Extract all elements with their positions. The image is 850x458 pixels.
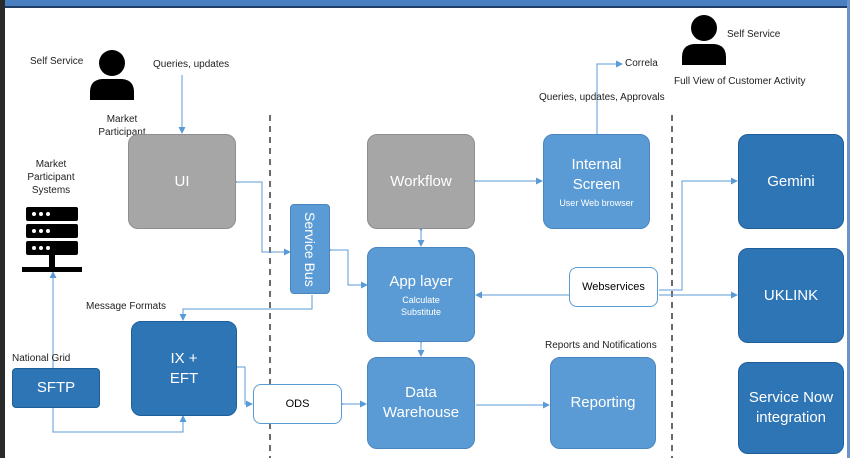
workflow-label: Workflow <box>390 172 452 190</box>
market-participant-systems-label: Market Participant Systems <box>27 159 75 196</box>
internal-screen-sublabel: User Web browser <box>559 197 634 208</box>
message-formats-label: Message Formats <box>86 301 167 312</box>
ods-box[interactable]: ODS <box>253 384 342 424</box>
ui-box[interactable]: UI <box>128 134 236 229</box>
national-grid-label: National Grid <box>12 353 71 364</box>
data-warehouse-label: Data Warehouse <box>382 384 460 421</box>
connector-ui-servicebus <box>231 178 291 256</box>
internal-screen-box[interactable]: Internal Screen User Web browser <box>543 134 650 229</box>
uklink-box[interactable]: UKLINK <box>738 248 844 343</box>
reporting-box[interactable]: Reporting <box>550 357 656 449</box>
market-participant-label: Market Participant <box>98 114 146 138</box>
person-icon <box>682 15 726 65</box>
top-border <box>0 0 850 8</box>
webservices-label: Webservices <box>582 281 645 293</box>
app-layer-sublabel-substitute: Substitute <box>400 306 442 317</box>
sftp-label: SFTP <box>36 379 76 396</box>
service-now-label: Service Now integration <box>748 389 834 426</box>
service-bus-box[interactable]: Service Bus <box>290 204 330 294</box>
gemini-box[interactable]: Gemini <box>738 134 844 229</box>
service-now-box[interactable]: Service Now integration <box>738 362 844 454</box>
queries-updates-approvals-label: Queries, updates, Approvals <box>539 92 665 103</box>
connector-servicebus-ix <box>179 295 313 321</box>
ix-eft-box[interactable]: IX + EFT <box>131 321 237 416</box>
ods-label: ODS <box>285 398 310 410</box>
app-layer-sublabel-calculate: Calculate <box>402 294 440 305</box>
connector-internal-correla <box>596 60 623 134</box>
right-border <box>847 0 850 458</box>
connector-servicebus-applayer <box>325 246 368 289</box>
reports-notifications-label: Reports and Notifications <box>545 340 657 351</box>
service-bus-label: Service Bus <box>302 211 318 287</box>
queries-updates-label: Queries, updates <box>153 59 230 70</box>
app-layer-box[interactable]: App layer Calculate Substitute <box>367 247 475 342</box>
correla-label: Correla <box>625 58 658 69</box>
webservices-box[interactable]: Webservices <box>569 267 658 307</box>
data-warehouse-box[interactable]: Data Warehouse <box>367 357 475 449</box>
person-icon <box>90 50 134 100</box>
sftp-box[interactable]: SFTP <box>12 368 100 408</box>
server-icon <box>22 207 82 272</box>
gemini-label: Gemini <box>767 172 815 190</box>
ui-label: UI <box>174 172 190 190</box>
internal-screen-label: Internal Screen <box>571 155 622 193</box>
ix-eft-label: IX + EFT <box>169 349 199 387</box>
connector-ix-ods <box>231 363 253 408</box>
reporting-label: Reporting <box>570 394 636 411</box>
app-layer-label: App layer <box>389 272 453 290</box>
connector-webservices-gemini <box>659 177 738 291</box>
self-service-right-label: Self Service <box>727 29 781 40</box>
self-service-left-label: Self Service <box>30 56 84 67</box>
left-border <box>0 0 5 458</box>
uklink-label: UKLINK <box>763 286 819 304</box>
workflow-box[interactable]: Workflow <box>367 134 475 229</box>
full-view-label: Full View of Customer Activity <box>674 76 806 87</box>
